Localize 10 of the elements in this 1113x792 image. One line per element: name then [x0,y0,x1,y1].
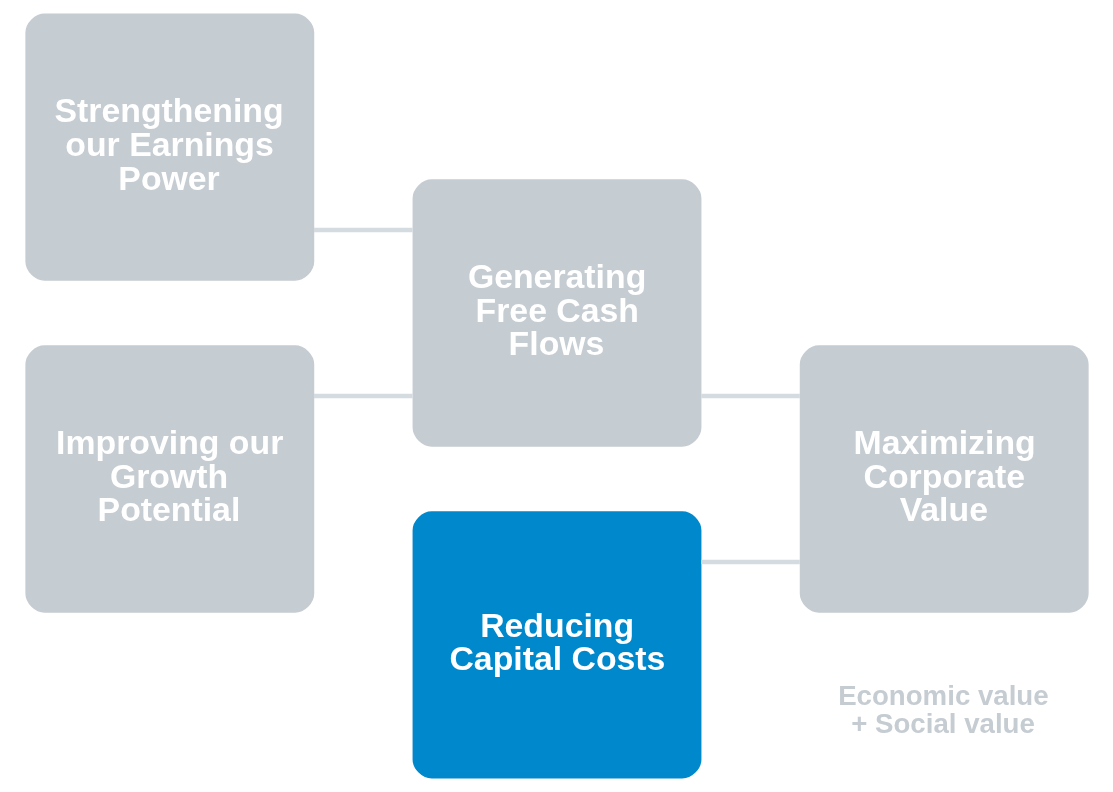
connector [700,393,800,399]
node-label: Economic value + Social value [837,680,1049,740]
node-box: Reducing Capital Costs [412,511,701,779]
node-box: Maximizing Corporate Value [799,345,1089,613]
node-box: Generating Free Cash Flows [412,179,701,447]
connector [313,393,413,399]
connector [313,227,413,233]
node-box: Improving our Growth Potential [24,345,314,613]
connector [700,559,800,565]
node-box: Strengthening our Earnings Power [24,13,314,281]
